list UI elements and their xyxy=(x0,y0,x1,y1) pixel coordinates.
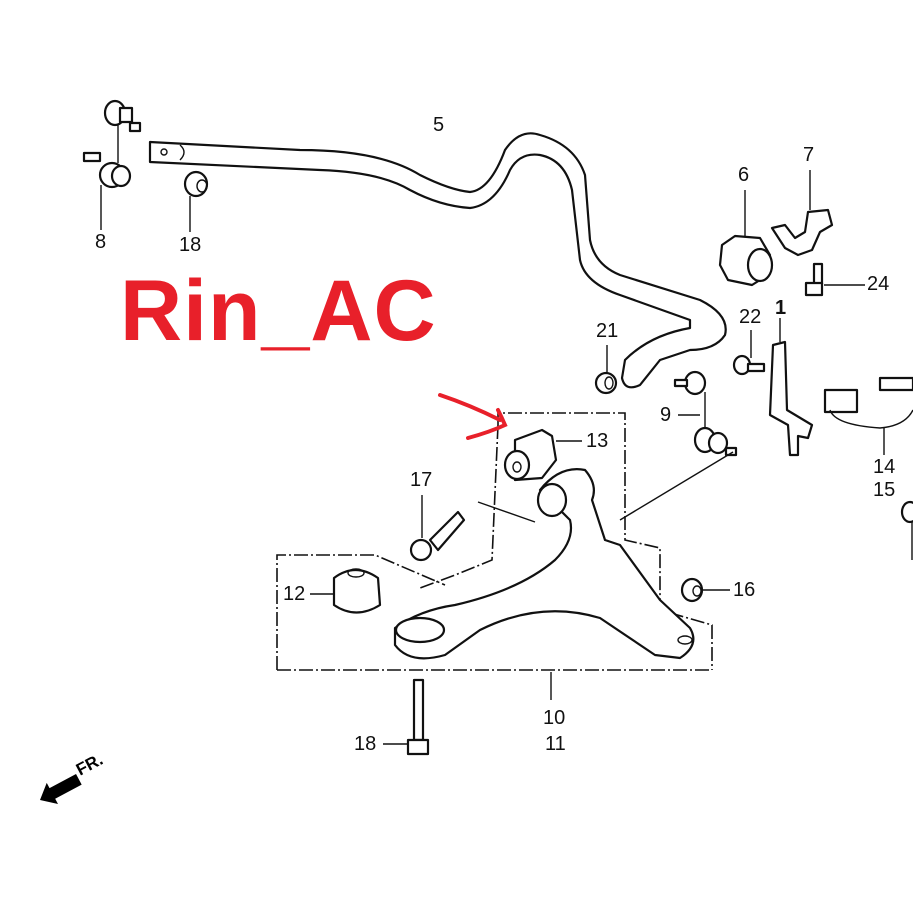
stabilizer-link-right xyxy=(673,370,738,457)
leader-17a xyxy=(477,501,536,523)
callout-18-left: 18 xyxy=(179,234,202,256)
bracket-1 xyxy=(768,318,814,457)
callout-10: 10 xyxy=(543,707,566,729)
callout-9: 9 xyxy=(660,404,672,426)
callout-7: 7 xyxy=(803,144,815,166)
kit-box-lower xyxy=(276,554,712,671)
kit-box-upper-left xyxy=(419,424,499,589)
callout-13: 13 xyxy=(586,430,609,452)
nut-18-left xyxy=(183,170,209,232)
leader-9 xyxy=(619,451,734,521)
callout-17-lower: 18 xyxy=(354,733,377,755)
nut-18-right xyxy=(594,345,618,395)
stabilizer-bushing xyxy=(718,190,774,287)
lower-control-arm xyxy=(393,468,695,660)
callout-14: 14 xyxy=(873,456,896,478)
callout-11: 11 xyxy=(545,733,566,755)
part-22 xyxy=(900,500,913,560)
sensor-14-15 xyxy=(823,376,913,455)
callout-1: 1 xyxy=(775,297,787,319)
callout-16: 16 xyxy=(733,579,756,601)
callout-15: 15 xyxy=(873,479,896,501)
callout-24: 24 xyxy=(867,273,890,295)
bolt-17-upper xyxy=(409,495,466,562)
highlight-arrow xyxy=(438,393,508,440)
callout-5: 5 xyxy=(433,114,445,136)
callout-18-right: 21 xyxy=(596,320,619,342)
callout-21: 22 xyxy=(739,306,762,328)
watermark-text: Rin_AC xyxy=(120,263,437,359)
bolt-17-lower xyxy=(383,678,430,756)
stabilizer-bar xyxy=(148,132,727,389)
kit-box-upper xyxy=(497,412,713,670)
bolt-24 xyxy=(804,262,865,297)
bushing-holder xyxy=(770,170,834,257)
stabilizer-link-left xyxy=(82,99,142,230)
callout-12: 12 xyxy=(283,583,306,605)
callout-6: 6 xyxy=(738,164,750,186)
bolt-21 xyxy=(732,330,766,376)
front-direction-arrow xyxy=(40,774,82,805)
callout-8: 8 xyxy=(95,231,107,253)
bushing-13 xyxy=(503,428,582,482)
bushing-12 xyxy=(310,568,382,614)
nut-16 xyxy=(680,577,730,603)
callout-17-upper: 17 xyxy=(410,469,433,491)
